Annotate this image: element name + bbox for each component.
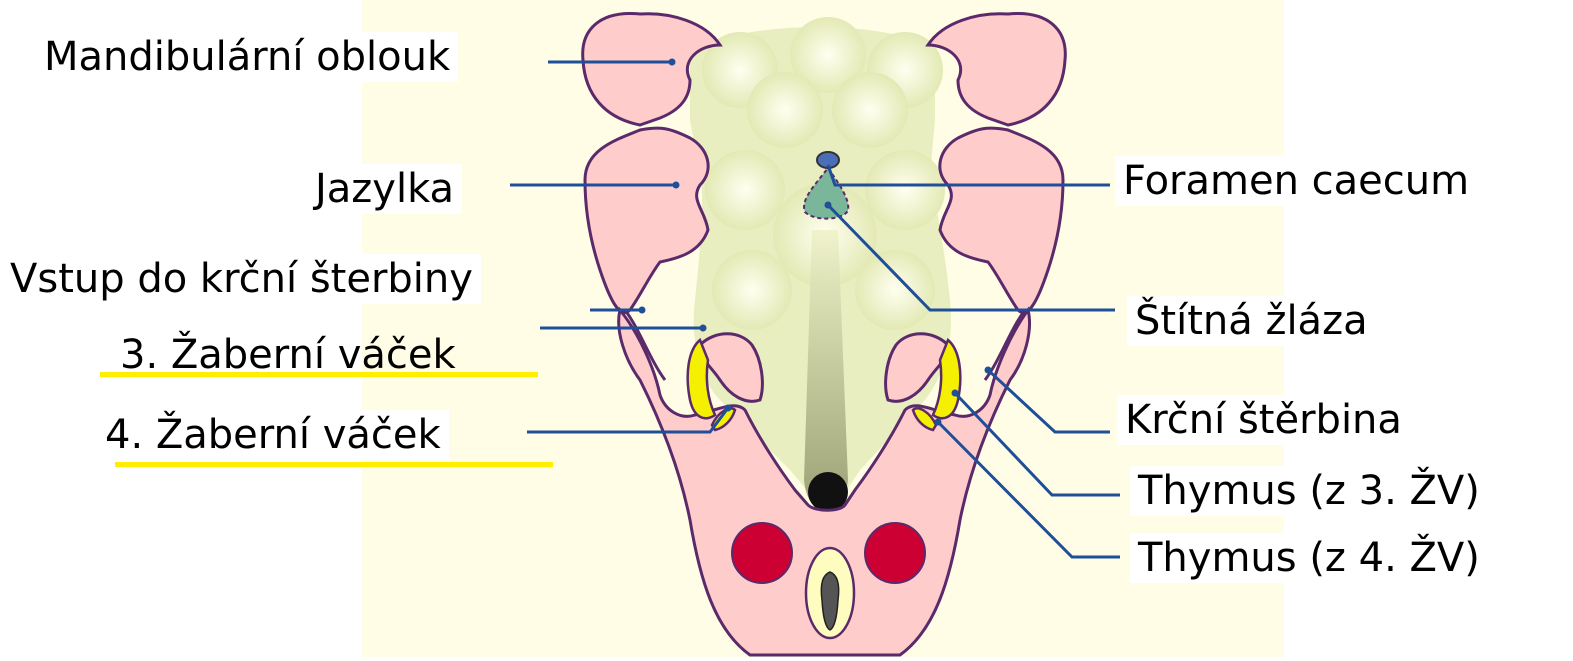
label-pouch-4: 4. Žaberní váček [97,410,449,460]
highlight-pouch-4 [115,462,553,467]
label-pouch-3: 3. Žaberní váček [112,330,464,380]
label-cervical-sinus-entrance: Vstup do krční šterbiny [2,254,481,304]
label-hyoid: Jazylka [307,164,462,214]
label-thyroid: Štítná žláza [1127,296,1376,346]
label-foramen-caecum: Foramen caecum [1115,156,1477,206]
right-vessel [865,523,925,583]
label-thymus-4: Thymus (z 4. ŽV) [1130,533,1488,583]
label-mandibular-arch: Mandibulární oblouk [36,32,458,82]
label-thymus-3: Thymus (z 3. ŽV) [1130,466,1488,516]
label-cervical-sinus: Krční štěrbina [1117,395,1410,445]
left-vessel [732,523,792,583]
